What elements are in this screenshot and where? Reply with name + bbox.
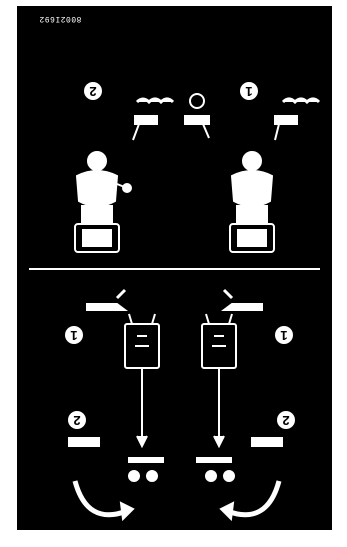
section-divider: [29, 268, 320, 270]
worker-machine-right-icon: [229, 151, 275, 253]
small-blade-left-icon: [68, 437, 100, 447]
machine-assembly-right-icon: [201, 313, 237, 449]
machine-assembly-left-icon: [124, 313, 160, 449]
blade-tool-right-icon: [221, 288, 263, 311]
blade-tool-left-icon: [86, 288, 128, 311]
instruction-panel: 8002I692 2 1 1 1 2 2: [17, 6, 332, 530]
worker-machine-left-icon: [74, 151, 132, 253]
hand-roller-icons: [132, 93, 321, 141]
instruction-illustration: [68, 93, 321, 522]
coupling-left-icon: [128, 457, 164, 482]
curved-arrow-left-icon: [72, 480, 135, 522]
curved-arrow-right-icon: [219, 480, 282, 522]
small-blade-right-icon: [251, 437, 283, 447]
coupling-right-icon: [196, 457, 235, 482]
